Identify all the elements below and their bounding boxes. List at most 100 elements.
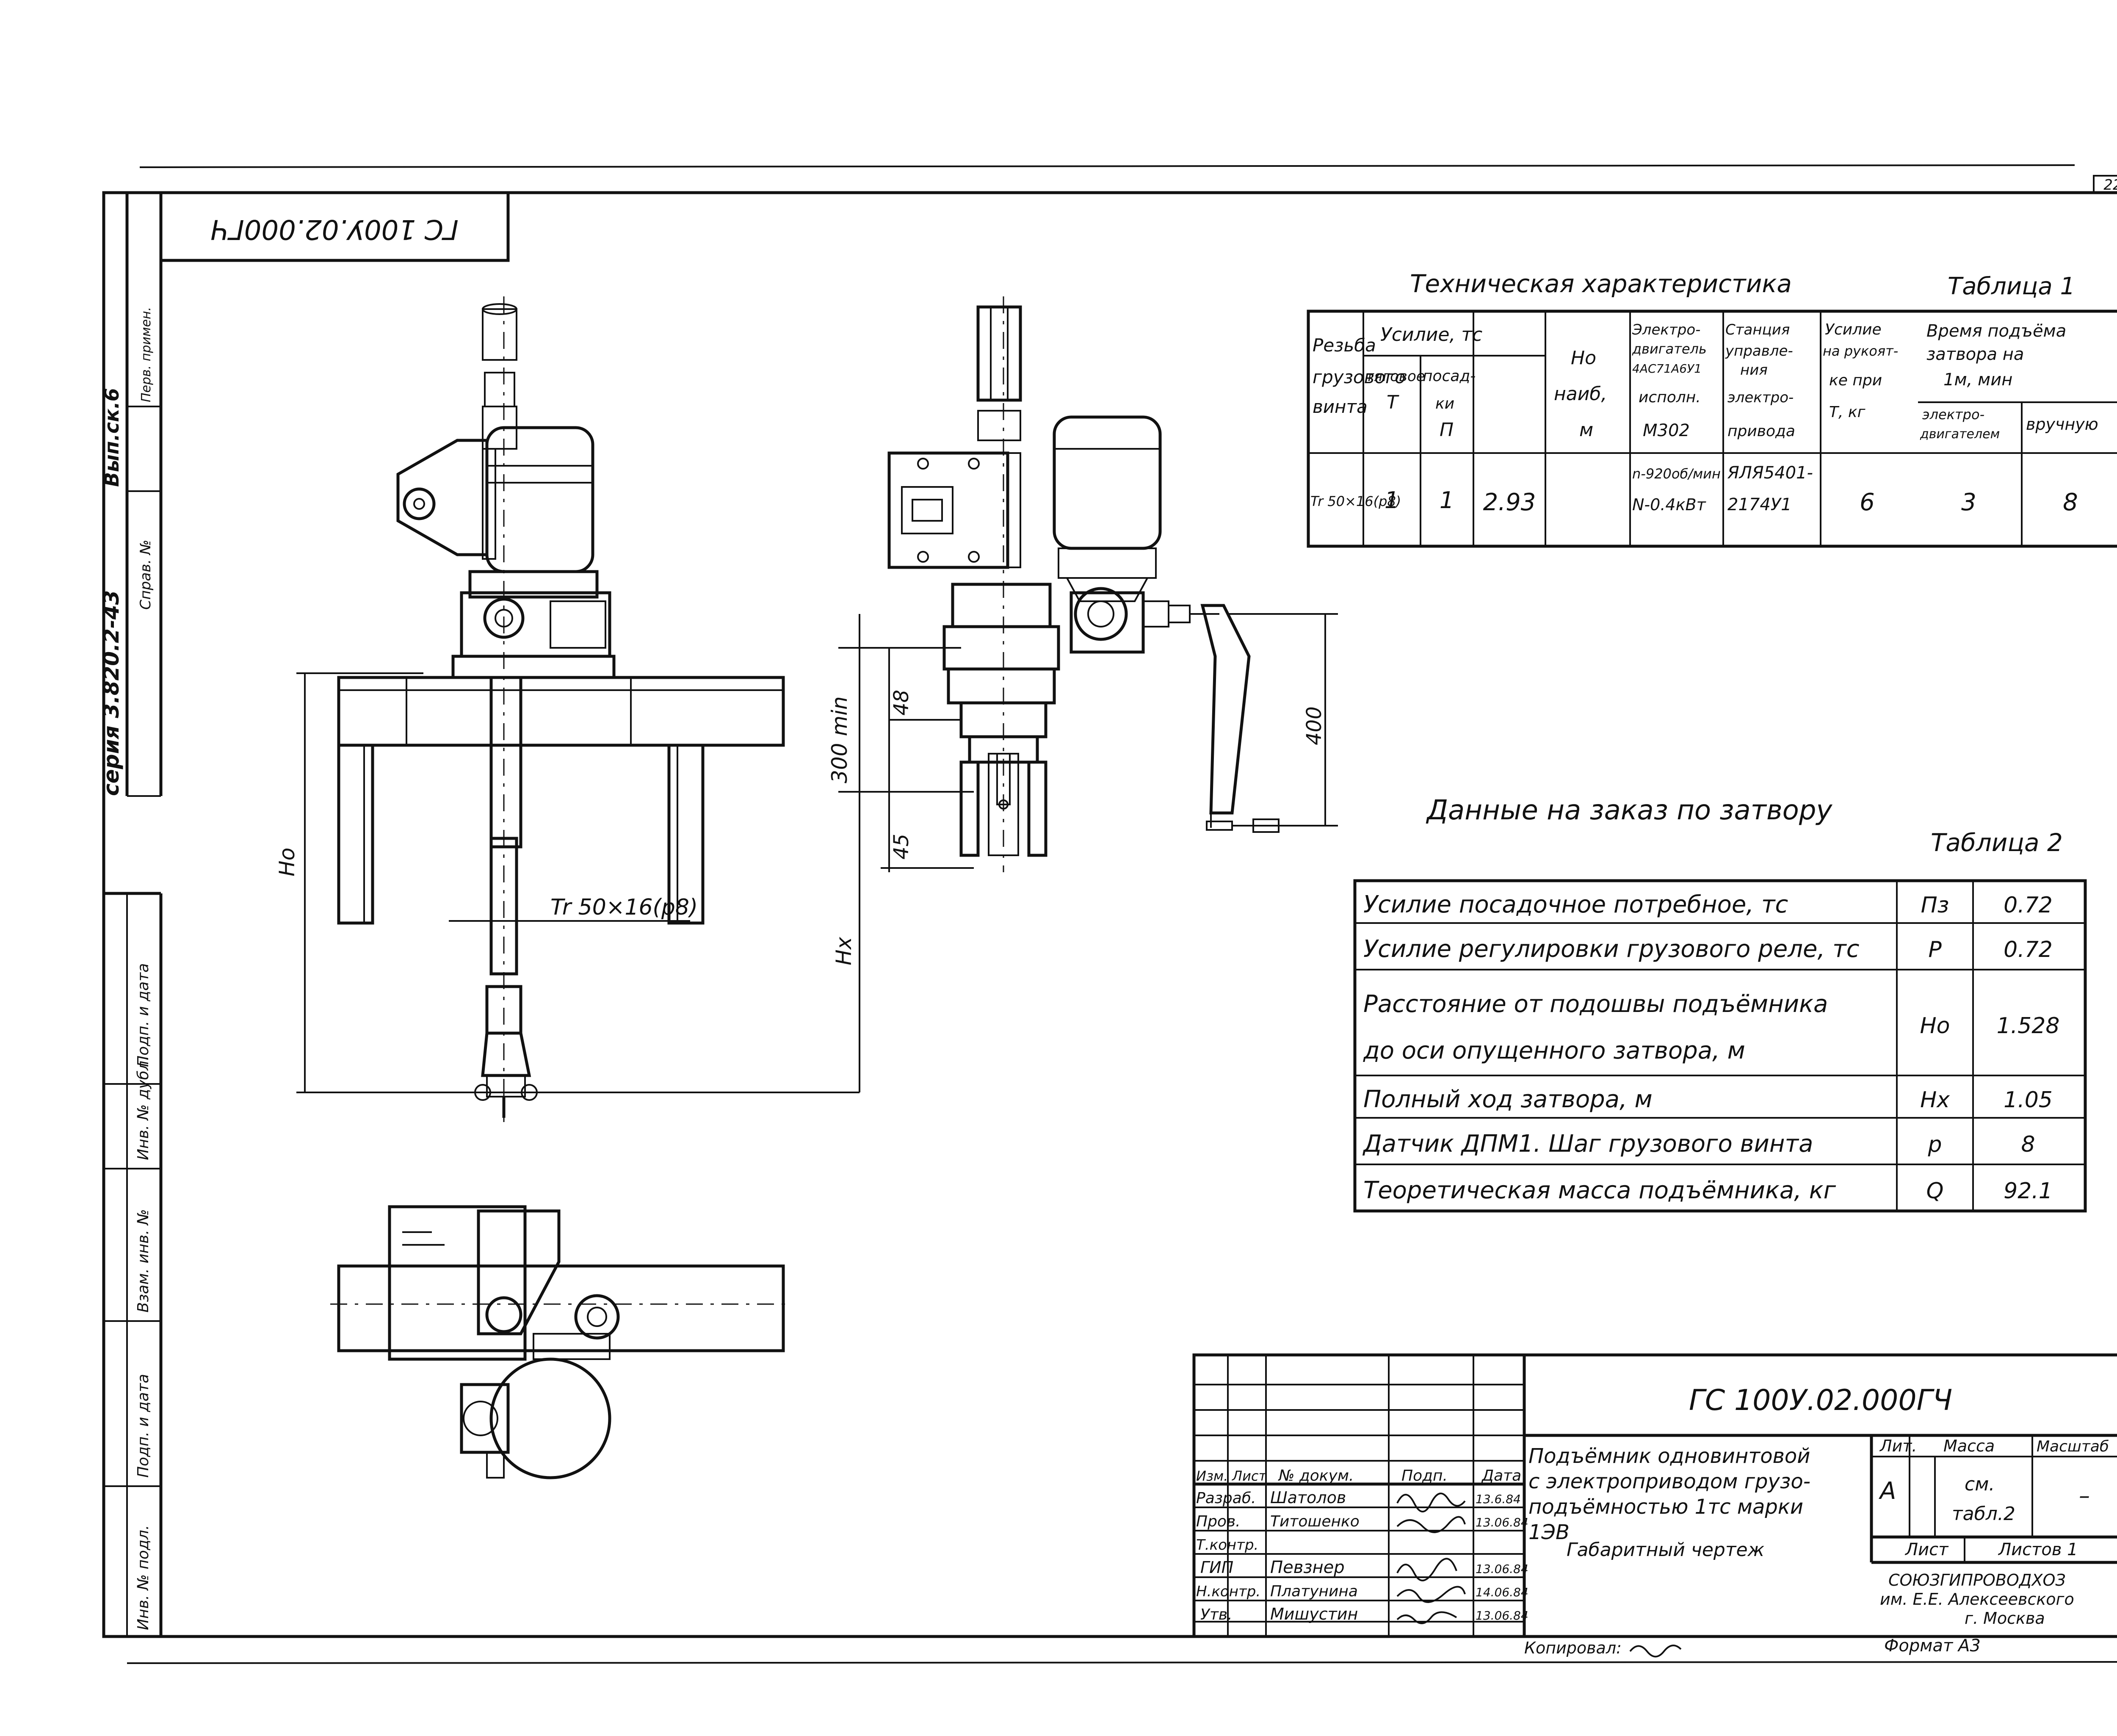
t2-r3-label: Расстояние от подошвы подъёмника [1363, 990, 1828, 1018]
tb-code: ГС 100У.02.000ГЧ [1689, 1384, 1952, 1417]
dim-45-label: 45 [890, 834, 913, 860]
table-2: Данные на заказ по затвору Таблица 2 Уси… [1353, 795, 2087, 1213]
t2-r2-val: 0.72 [2004, 937, 2053, 962]
t1-h-p-2: ки [1435, 395, 1454, 412]
front-view: Tr 50×16(р8) Но Нх [275, 296, 860, 1122]
t1-h-handle-3: ке при [1829, 372, 1882, 389]
title-block: Изм. Лист № докум. Подп. Дата Разраб. Ша… [1192, 1353, 2117, 1638]
t1-h-h0-1: Но [1571, 347, 1596, 369]
tb-name-5: Платунина [1270, 1583, 1358, 1600]
t1-row-h0: 2.93 [1483, 489, 1536, 516]
tb-mass-h: Масса [1943, 1437, 1995, 1455]
sheet-frame: 22 [102, 164, 2117, 1664]
signature-2 [1396, 1516, 1466, 1533]
h0-label: Но [275, 848, 299, 876]
tb-col-date: Дата [1481, 1467, 1521, 1484]
sprav-label: Справ. № [137, 540, 154, 610]
tb-date-5: 14.06.84 [1476, 1585, 1528, 1599]
t2-r3-label2: до оси опущенного затвора, м [1363, 1037, 1745, 1064]
tb-lit-h: Лит. [1879, 1437, 1917, 1455]
t1-h-handle-1: Усилие [1825, 321, 1882, 338]
t2-r1-sym: Пз [1921, 893, 1949, 918]
tb-role-5: Н.контр. [1196, 1583, 1260, 1600]
t1-h-station-1: Станция [1725, 321, 1790, 338]
strip-vzam-inv: Взам. инв. № [135, 1209, 152, 1313]
t1-h-motor-5: М302 [1643, 421, 1690, 440]
t2-r1-val: 0.72 [2004, 893, 2053, 918]
t2-r3-val: 1.528 [1997, 1013, 2060, 1039]
t1-h-p-3: П [1440, 419, 1454, 441]
t2-r6-sym: Q [1926, 1178, 1944, 1204]
t2-r6-val: 92.1 [2004, 1178, 2053, 1204]
t1-row-p: 1 [1440, 487, 1454, 514]
t1-h-h0-3: м [1579, 419, 1593, 441]
tb-sheet-h: Лист [1904, 1540, 1949, 1559]
t2-r2-label: Усилие регулировки грузового реле, тс [1363, 935, 1860, 963]
t2-r2-sym: Р [1928, 937, 1942, 962]
tb-name-line-4: 1ЭВ [1528, 1520, 1570, 1544]
footer-copied: Копировал: [1524, 1639, 1622, 1657]
tb-sheets-h: Листов 1 [1998, 1540, 2078, 1559]
tb-name-line-3: подъёмностью 1тс марки [1528, 1495, 1803, 1519]
t1-h-thread-1: Резьба [1313, 335, 1376, 356]
tb-doc-type: Габаритный чертеж [1567, 1539, 1765, 1561]
t1-h-station-2: управле- [1725, 343, 1793, 359]
tb-lit: А [1879, 1477, 1896, 1505]
t1-h-motor-1: Электро- [1632, 321, 1700, 338]
series-stamp: серия 3.820.2-43 Вып.ск.6 Справ. № Перв.… [99, 193, 163, 797]
tb-org-2: им. Е.Е. Алексеевского [1880, 1590, 2074, 1609]
table2-title: Данные на заказ по затвору [1426, 795, 1832, 826]
t2-r1-label: Усилие посадочное потребное, тс [1363, 891, 1788, 918]
t2-r3-sym: Но [1920, 1013, 1950, 1039]
tb-col-sign: Подп. [1401, 1467, 1448, 1484]
copied-signature [1629, 1645, 1682, 1658]
strip-podp-data-2: Подп. и дата [135, 1374, 152, 1478]
t2-r4-sym: Нх [1920, 1087, 1950, 1113]
t1-h-p-1: посад- [1423, 368, 1476, 385]
dim-48-label: 48 [890, 690, 913, 716]
t1-row-thread: Tr 50×16(р8) [1310, 493, 1401, 509]
tb-date-2: 13.06.84 [1476, 1515, 1528, 1529]
tb-role-2: Пров. [1196, 1513, 1241, 1530]
t1-h-time-manual: вручную [2026, 415, 2098, 434]
tb-date-6: 13.06.84 [1476, 1609, 1528, 1623]
tb-col-izm: Изм. [1196, 1468, 1228, 1484]
signature-4 [1396, 1586, 1466, 1603]
tb-col-list: Лист [1232, 1468, 1267, 1484]
t1-h-force: Усилие, тс [1380, 324, 1482, 346]
tb-role-6: Утв. [1200, 1606, 1233, 1623]
t1-h-time-1: Время подъёма [1926, 321, 2066, 341]
t1-h-station-4: электро- [1727, 389, 1794, 406]
t1-row-time-manual: 8 [2063, 489, 2078, 516]
t1-row-motor-2: N-0.4кВт [1632, 495, 1707, 514]
signature-5 [1396, 1611, 1457, 1624]
tb-col-doc: № докум. [1278, 1467, 1354, 1484]
t1-h-station-5: привода [1727, 423, 1795, 440]
tb-mass-2: табл.2 [1952, 1503, 2015, 1525]
tb-date-1: 13.6.84 [1476, 1492, 1521, 1506]
t1-h-motor-3: 4АС71А6У1 [1632, 362, 1702, 376]
t1-h-motor-4: исполн. [1639, 389, 1701, 406]
t2-r5-label: Датчик ДПМ1. Шаг грузового винта [1362, 1130, 1813, 1158]
table1-title: Техническая характеристика [1410, 269, 1792, 298]
strip-inv-dubl: Инв. № дубл. [135, 1056, 152, 1160]
tb-name-6: Мишустин [1270, 1605, 1358, 1623]
tb-scale-h: Масштаб [2037, 1438, 2109, 1455]
tb-org-1: СОЮЗГИПРОВОДХОЗ [1888, 1571, 2066, 1589]
t1-h-motor-2: двигатель [1632, 341, 1707, 357]
t1-h-h0-2: наиб, [1554, 383, 1607, 405]
t1-h-thread-2: грузового [1313, 367, 1406, 387]
tb-name-line-1: Подъёмник одновинтовой [1528, 1444, 1810, 1468]
tb-mass-1: см. [1965, 1473, 1995, 1495]
footer-format: Формат А3 [1884, 1636, 1981, 1656]
left-stamp-strip: Подп. и дата Инв. № дубл. Взам. инв. № П… [104, 892, 163, 1636]
tb-name-1: Шатолов [1270, 1488, 1346, 1507]
t2-r4-val: 1.05 [2004, 1087, 2053, 1113]
tb-role-1: Разраб. [1196, 1490, 1256, 1507]
t1-row-motor-1: n-920об/мин [1632, 466, 1721, 482]
signature-3 [1396, 1558, 1457, 1581]
dim-300-label: 300 min [827, 696, 852, 783]
tb-role-4: ГИП [1200, 1558, 1233, 1577]
t1-h-handle-2: на рукоят- [1823, 343, 1898, 359]
table1-caption: Таблица 1 [1948, 273, 2075, 300]
